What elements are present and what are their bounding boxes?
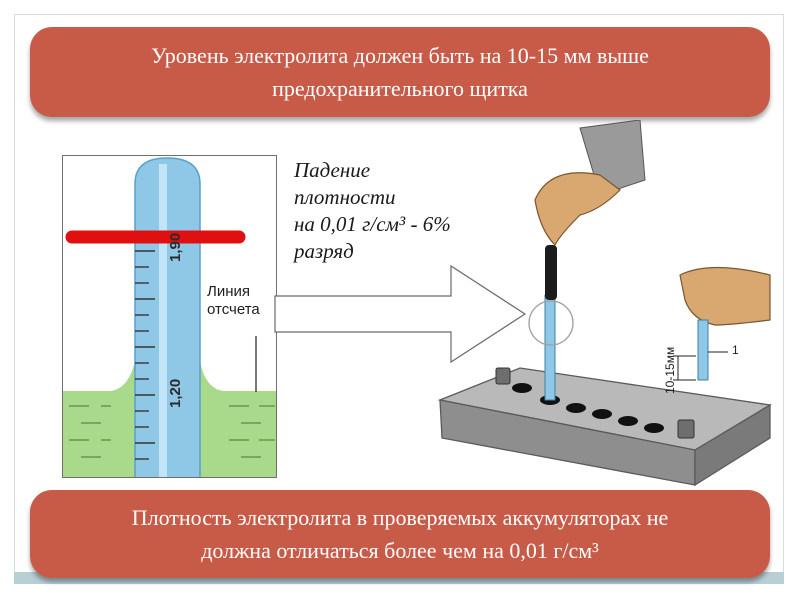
cell-hydrometer <box>544 294 556 401</box>
scale-ticks <box>135 250 155 460</box>
reference-label-line-2: отсчета <box>207 301 260 318</box>
density-drop-note: Падение плотности на 0,01 г/см³ - 6% раз… <box>294 157 514 265</box>
bottom-banner-line-1: Плотность электролита в проверяемых акку… <box>131 505 669 530</box>
top-banner-line-2: предохранительного щитка <box>272 76 528 101</box>
hand-right <box>679 266 771 326</box>
hydrometer-tube <box>134 157 201 477</box>
pipette-bulb <box>545 245 557 300</box>
battery-measurement-illustration <box>437 120 772 487</box>
glass-tube <box>697 319 709 381</box>
bottom-banner-line-2: должна отличаться более чем на 0,01 г/см… <box>201 538 599 563</box>
callout-number: 1 <box>732 343 739 357</box>
scale-label-upper: 1,90 <box>167 232 184 262</box>
pointer-arrow <box>274 264 527 364</box>
density-note-line-2: плотности <box>294 185 396 209</box>
density-note-line-3: на 0,01 г/см³ - 6% <box>294 212 451 236</box>
battery-side <box>694 403 771 487</box>
hydrometer-illustration <box>63 157 276 477</box>
top-banner-line-1: Уровень электролита должен быть на 10-15… <box>151 43 649 68</box>
top-banner: Уровень электролита должен быть на 10-15… <box>30 27 770 117</box>
density-note-line-1: Падение <box>294 158 371 182</box>
reference-label-line-1: Линия <box>207 283 251 300</box>
terminal-left <box>495 367 511 385</box>
density-note-line-4: разряд <box>294 239 354 263</box>
scale-label-lower: 1,20 <box>167 378 184 408</box>
level-dimension-label: 10-15мм <box>663 346 677 394</box>
hand-top <box>534 172 621 247</box>
bottom-banner: Плотность электролита в проверяемых акку… <box>30 490 770 578</box>
reference-line-label: Линия отсчета <box>205 283 262 319</box>
terminal-right <box>677 419 695 439</box>
